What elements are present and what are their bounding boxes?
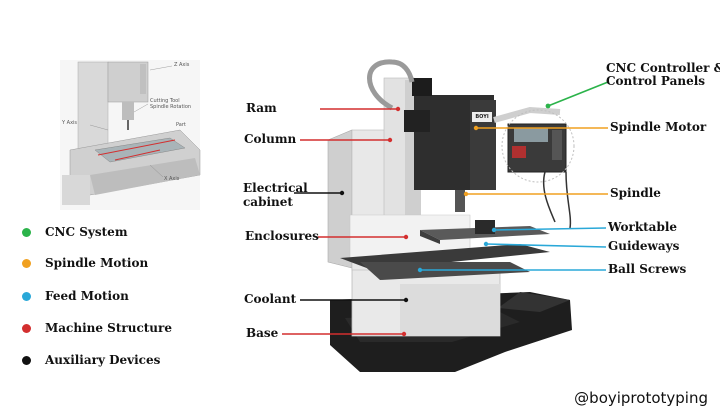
legend-label: Feed Motion [45,289,129,303]
legend-label: Auxiliary Devices [45,353,161,367]
legend-label: CNC System [45,225,128,239]
thumb-label-part: Part [176,122,186,128]
label-cnc-controller-line2: Control Panels [606,74,706,88]
label-worktable: Worktable [608,220,678,234]
electrical-cabinet [327,129,353,269]
legend-item-cnc-system: CNC System [22,224,128,240]
legend-label: Spindle Motion [45,256,149,270]
legend-item-spindle-motion: Spindle Motion [22,255,148,271]
label-column: Column [244,132,297,146]
legend-item-auxiliary-devices: Auxiliary Devices [22,352,160,368]
label-spindle-motor: Spindle Motor [610,120,707,134]
label-enclosures: Enclosures [245,229,319,243]
thumb-label-z-axis: Z Axis [174,62,190,68]
ball-screws [360,262,530,280]
legend-item-feed-motion: Feed Motion [22,288,129,304]
legend-item-machine-structure: Machine Structure [22,320,172,336]
label-coolant: Coolant [244,292,297,306]
thumbnail-machine [60,60,201,210]
legend-dot-blue [22,291,31,301]
legend-dot-orange [22,258,31,268]
thumb-label-x-axis: X Axis [164,176,180,182]
legend-dot-green [22,227,31,237]
thumb-label-y-axis: Y Axis [62,120,78,126]
legend-label: Machine Structure [45,321,172,335]
label-cnc-controller-line1: CNC Controller & [606,61,720,75]
label-electrical-cabinet-line1: Electrical [243,181,308,195]
legend-dot-red [22,323,31,333]
label-base: Base [246,326,279,340]
label-ram: Ram [246,101,277,115]
label-electrical-cabinet-line2: cabinet [243,195,293,209]
label-spindle: Spindle [610,186,661,200]
thumb-label-cutting-tool: Cutting Tool [150,98,180,104]
legend-dot-black [22,355,31,365]
thumb-label-spindle-rotation: Spindle Rotation [150,104,192,110]
watermark-handle: @boyiprototyping [574,389,708,407]
head-badge: BOYI [475,114,489,120]
label-ball-screws: Ball Screws [608,262,687,276]
label-guideways: Guideways [608,239,680,253]
